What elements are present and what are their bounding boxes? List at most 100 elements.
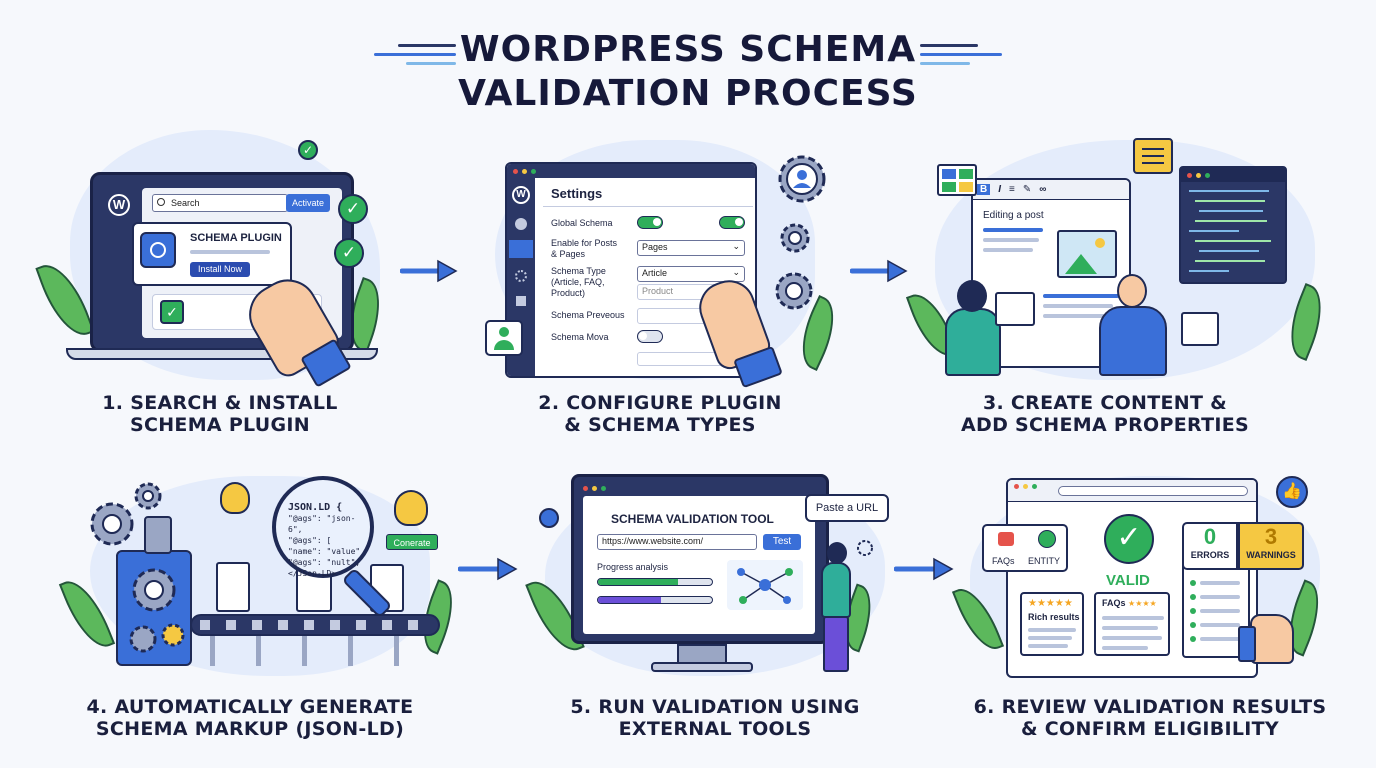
code-panel: [1179, 166, 1287, 284]
activate-button[interactable]: Activate: [286, 194, 330, 212]
global-schema-toggle-2[interactable]: [719, 216, 745, 229]
browser-toolbar: [1008, 480, 1256, 502]
warnings-label: WARNINGS: [1246, 550, 1296, 560]
check-icon: ✓: [334, 238, 364, 268]
bold-icon[interactable]: B: [977, 184, 991, 195]
sleeve: [1238, 626, 1256, 662]
arrow-icon: [894, 557, 954, 581]
schema-graph-icon: [727, 560, 803, 610]
speech-bubble: Paste a URL: [805, 494, 889, 522]
conveyor-legs: [210, 636, 420, 666]
editor-toolbar: B I ≡ ✎ ∞: [973, 180, 1129, 200]
schema-type-label: Schema Type (Article, FAQ, Product): [551, 266, 606, 298]
user-icon[interactable]: [515, 218, 527, 230]
plugin-desc-line: [190, 250, 270, 254]
list-icon[interactable]: ≡: [1009, 184, 1015, 195]
rich-results-card: ★★★★★ Rich results: [1020, 592, 1084, 656]
lightbulb-icon: [394, 490, 428, 526]
step-1: W Search Activate SCHEMA PLUGIN Install …: [35, 130, 400, 450]
enable-posts-label: Enable for Posts & Pages: [551, 238, 618, 259]
step-4: JSON.LD { "@ags": "json-6", "@ags": [ "n…: [40, 466, 465, 746]
editor-title: Editing a post: [983, 210, 1044, 221]
step-5-caption: 5. RUN VALIDATION USING EXTERNAL TOOLS: [570, 696, 860, 740]
thumbs-up-hand-icon: [1250, 614, 1294, 664]
progress-fill-2: [598, 597, 661, 603]
step-6: ✓ VALID ★★★★★ Rich results FAQs ★★★★ Res…: [951, 466, 1340, 746]
gear-icon: [134, 482, 162, 510]
search-icon: [157, 198, 165, 206]
warnings-count: 3: [1264, 524, 1278, 549]
document-icon: [216, 562, 250, 612]
warnings-badge: 3 WARNINGS: [1238, 522, 1304, 570]
faqs-card: FAQs ★★★★: [1094, 592, 1170, 656]
valid-check-icon: ✓: [1104, 514, 1154, 564]
errors-badge: 0 ERRORS: [1182, 522, 1238, 570]
global-schema-label: Global Schema: [551, 218, 613, 228]
url-input[interactable]: https://www.website.com/: [597, 534, 757, 550]
step-3-caption: 3. CREATE CONTENT & ADD SCHEMA PROPERTIE…: [961, 392, 1249, 436]
arrow-icon: [850, 259, 908, 283]
gear-icon: [780, 223, 810, 253]
title-line-2: VALIDATION PROCESS: [458, 73, 918, 114]
plugin-logo-icon: [140, 232, 176, 268]
entity-label: ENTITY: [1028, 556, 1061, 566]
chevron-down-icon: ⌄: [732, 267, 740, 277]
progress-bar-2: [597, 596, 713, 604]
faqs-card-label: FAQs ★★★★: [1102, 598, 1157, 608]
title-deco-left: [374, 44, 456, 71]
menu-icon[interactable]: [509, 240, 533, 258]
generate-button[interactable]: Conerate: [386, 534, 438, 550]
address-bar[interactable]: [1058, 486, 1248, 496]
machine-pipe: [144, 516, 172, 554]
italic-icon[interactable]: I: [998, 184, 1002, 195]
gear-icon: [90, 502, 134, 546]
arrow-icon: [458, 557, 518, 581]
person-right-head: [1117, 274, 1147, 308]
step-6-caption: 6. REVIEW VALIDATION RESULTS & CONFIRM E…: [973, 696, 1327, 740]
link-icon[interactable]: ∞: [1039, 184, 1047, 195]
person-legs: [823, 616, 849, 672]
wordpress-icon: W: [512, 186, 530, 204]
gear-icon[interactable]: [515, 270, 527, 282]
entity-icon: [1038, 530, 1056, 548]
install-now-button[interactable]: Install Now: [190, 262, 250, 277]
title-line-1: WORDPRESS SCHEMA: [459, 29, 917, 70]
image-placeholder-icon: [1057, 230, 1117, 278]
gear-icon: [775, 272, 813, 310]
step-2: W Settings Global Schema Enable for Post…: [475, 130, 847, 450]
chevron-down-icon: ⌄: [732, 241, 740, 251]
test-button[interactable]: Test: [763, 534, 801, 550]
magnifier-icon[interactable]: [272, 476, 374, 578]
errors-label: ERRORS: [1190, 550, 1230, 560]
rating-stars: ★★★★★: [1028, 598, 1073, 609]
gear-icon: [857, 540, 873, 556]
errors-count: 0: [1203, 524, 1217, 549]
wrench-icon[interactable]: [516, 296, 526, 306]
settings-window: W Settings Global Schema Enable for Post…: [505, 162, 757, 378]
search-input[interactable]: Search: [152, 194, 288, 212]
valid-label: VALID: [1106, 572, 1150, 589]
progress-bar-1: [597, 578, 713, 586]
progress-label: Progress analysis: [597, 562, 669, 572]
person-figure: [821, 562, 851, 618]
schema-type-select[interactable]: Article ⌄: [637, 266, 745, 282]
person-right: [1099, 306, 1167, 376]
schema-mova-toggle[interactable]: [637, 330, 663, 343]
search-placeholder: Search: [171, 198, 200, 208]
global-schema-toggle[interactable]: [637, 216, 663, 229]
pages-select[interactable]: Pages ⌄: [637, 240, 745, 256]
gear-icon: [161, 623, 185, 647]
lightbulb-icon: [220, 482, 250, 514]
step-3: B I ≡ ✎ ∞ Editing a post 3. CREATE: [905, 130, 1335, 450]
page-title: WORDPRESS SCHEMA VALIDATION PROCESS: [0, 28, 1376, 116]
step-2-caption: 2. CONFIGURE PLUGIN & SCHEMA TYPES: [538, 392, 782, 436]
gear-icon: [132, 568, 176, 612]
json-snippet: JSON.LD { "@ags": "json-6", "@ags": [ "n…: [288, 502, 361, 578]
edit-icon[interactable]: ✎: [1022, 184, 1032, 195]
form-card-icon: [995, 292, 1035, 326]
faqs-entity-badge: FAQs ENTITY: [982, 524, 1068, 572]
thumbs-up-icon: 👍: [1276, 476, 1308, 508]
check-icon: ✓: [298, 140, 318, 160]
step-1-caption: 1. SEARCH & INSTALL SCHEMA PLUGIN: [102, 392, 338, 436]
monitor-base: [651, 662, 753, 672]
